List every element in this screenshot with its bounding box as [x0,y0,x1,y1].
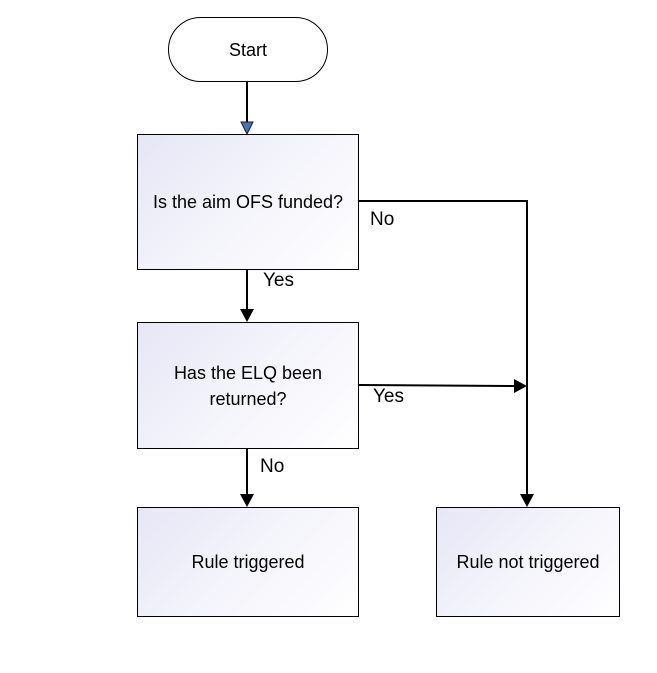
connector-elq-to-merge [358,384,516,387]
edge-label-aim-yes: Yes [263,270,294,291]
arrowhead-aim-to-elq [240,309,254,322]
outcome-rule-triggered-label: Rule triggered [191,552,305,572]
arrowhead-aim-to-not-triggered [520,494,534,507]
start-label: Start [228,39,267,60]
connector-aim-to-not-triggered [359,200,528,494]
arrowhead-elq-to-merge [514,379,527,393]
edge-label-aim-no: No [370,209,395,230]
arrowhead-start-to-aim [240,121,254,136]
decision-elq-returned: Has the ELQ been returned? [137,322,359,449]
edge-label-elq-yes: Yes [373,386,404,407]
start-terminal: Start [168,17,328,82]
decision-elq-returned-label: Has the ELQ been returned? [173,362,323,409]
edge-label-elq-no: No [260,456,285,477]
outcome-rule-not-triggered: Rule not triggered [436,507,620,617]
outcome-rule-not-triggered-label: Rule not triggered [456,552,600,572]
decision-aim-funded: Is the aim OFS funded? [137,134,359,270]
arrowhead-elq-to-triggered [240,494,254,507]
outcome-rule-triggered: Rule triggered [137,507,359,617]
decision-aim-funded-label: Is the aim OFS funded? [152,192,344,212]
